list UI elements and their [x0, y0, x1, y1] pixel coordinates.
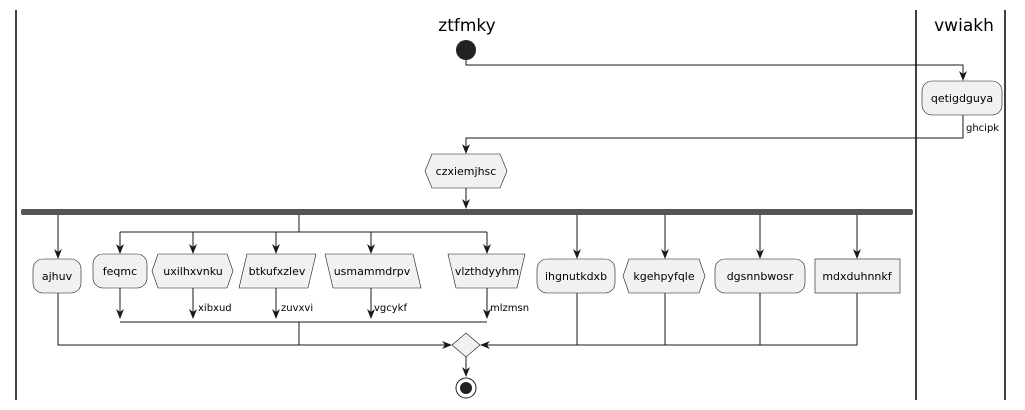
- node-label-mdxduhnnkf: mdxduhnnkf: [822, 270, 892, 283]
- edge-label-zuvxvi: zuvxvi: [281, 303, 313, 314]
- node-label-vlzthdyyhm: vlzthdyyhm: [455, 265, 519, 278]
- node-label-usmammdrpv: usmammdrpv: [334, 265, 411, 278]
- edge-label-ghcipk: ghcipk: [966, 123, 999, 134]
- node-mdxduhnnkf: [814, 258, 901, 294]
- node-label-qetigdguya: qetigdguya: [931, 92, 993, 105]
- node-kgehpyfqle: [622, 258, 706, 294]
- edge-label-vgcykf: vgcykf: [374, 303, 407, 314]
- end-node-dot: [460, 382, 472, 394]
- node-label-btkufxzlev: btkufxzlev: [249, 265, 306, 278]
- node-label-kgehpyfqle: kgehpyfqle: [633, 270, 694, 283]
- lane-title-vwiakh: vwiakh: [934, 16, 994, 36]
- node-czxiemjhsc: [424, 153, 508, 189]
- merge-diamond: [451, 332, 481, 358]
- node-label-ihgnutkdxb: ihgnutkdxb: [545, 270, 607, 283]
- edge-label-xibxud: xibxud: [198, 303, 232, 314]
- node-usmammdrpv: [324, 253, 422, 289]
- node-label-feqmc: feqmc: [103, 265, 137, 278]
- node-ajhuv: [32, 258, 82, 294]
- node-btkufxzlev: [238, 253, 317, 289]
- node-label-dgsnnbwosr: dgsnnbwosr: [727, 270, 794, 283]
- edge-mdxduhnnkf-to-merge: [480, 293, 858, 349]
- node-vlzthdyyhm: [447, 253, 526, 289]
- node-ihgnutkdxb: [536, 258, 616, 294]
- node-qetigdguya: [921, 80, 1003, 116]
- node-label-ajhuv: ajhuv: [42, 270, 73, 283]
- edge-qetigdguya-to-czxiemjhsc: [462, 115, 964, 154]
- node-uxilhxvnku: [151, 253, 234, 289]
- start-node: [456, 40, 476, 60]
- edge-ajhuv-to-merge: [57, 293, 452, 349]
- edge-label-mlzmsn: mlzmsn: [490, 303, 529, 314]
- node-label-czxiemjhsc: czxiemjhsc: [436, 165, 497, 178]
- node-label-uxilhxvnku: uxilhxvnku: [163, 265, 223, 278]
- edge-start-to-qetigdguya: [465, 60, 967, 81]
- lane-title-ztfmky: ztfmky: [438, 16, 495, 36]
- end-node-ring: [455, 377, 477, 399]
- fork-bar: [21, 209, 913, 215]
